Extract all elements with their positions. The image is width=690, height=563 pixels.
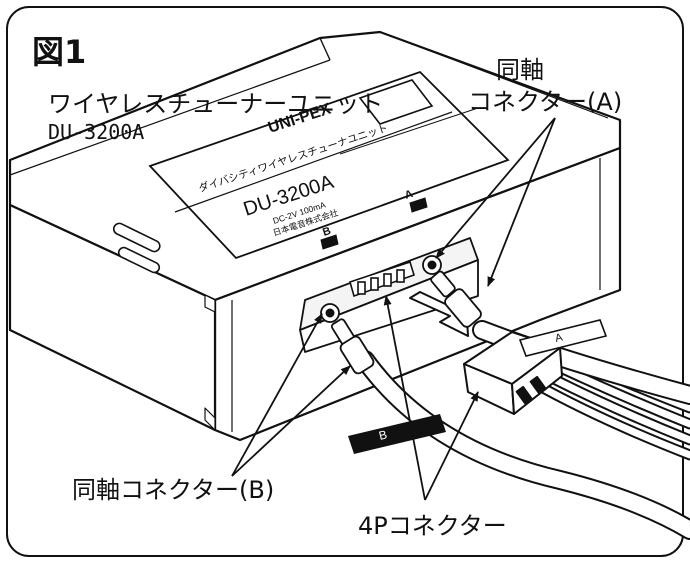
callout-lines [231, 117, 556, 501]
product-name: ワイヤレスチューナーユニット [48, 90, 384, 118]
label-panel [148, 70, 510, 260]
coax-jack-a [422, 255, 442, 275]
callout-coax-a-line1: 同軸 [496, 56, 544, 84]
cable-tag-b: B [348, 414, 446, 454]
cable-tag-a: A [518, 319, 608, 357]
4p-socket [349, 260, 415, 298]
product-model: DU-3200A [48, 120, 145, 144]
panel-port-b-label: B [321, 225, 332, 239]
coax-jack-b [320, 303, 340, 323]
cable-tag-a-text: A [554, 331, 565, 345]
callout-4p-connector: 4Pコネクター [358, 512, 507, 540]
coax-plug-b [330, 318, 375, 375]
panel-port-a-label: A [403, 188, 414, 202]
callout-coax-a-line2: コネクター(A) [468, 88, 623, 116]
figure-title: 図1 [32, 33, 87, 71]
cable-tag-b-text: B [377, 427, 388, 443]
callout-coax-b: 同軸コネクター(B) [72, 476, 275, 504]
figure-border [6, 6, 684, 557]
coax-plug-a [430, 270, 482, 328]
